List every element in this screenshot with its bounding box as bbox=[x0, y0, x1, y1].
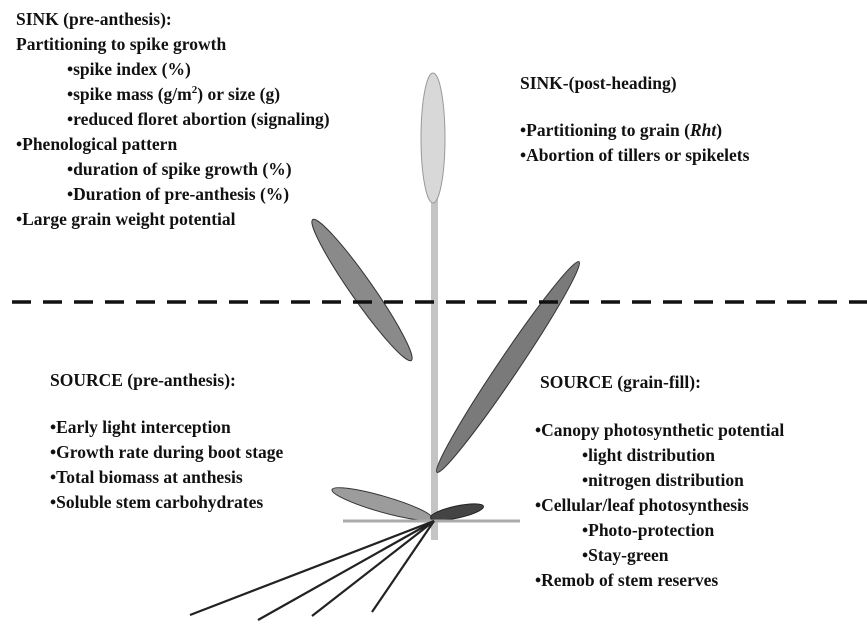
sink-post-line-2: •Abortion of tillers or spikelets bbox=[520, 143, 749, 168]
source-pre-heading: SOURCE (pre-anthesis): bbox=[50, 368, 283, 393]
sink-pre-anthesis-block: SINK (pre-anthesis): Partitioning to spi… bbox=[16, 7, 330, 232]
sink-post-line-1-italic: Rht bbox=[690, 120, 716, 140]
sink-pre-line-8: •Large grain weight potential bbox=[16, 207, 330, 232]
flag-leaf bbox=[304, 213, 421, 367]
sink-post-heading: SINK-(post-heading) bbox=[520, 71, 749, 96]
source-fill-line-4: •Cellular/leaf photosynthesis bbox=[535, 493, 784, 518]
sink-pre-heading: SINK (pre-anthesis): bbox=[16, 7, 330, 32]
source-fill-line-3: •nitrogen distribution bbox=[535, 468, 784, 493]
sink-pre-line-3-b: ) or size (g) bbox=[197, 84, 280, 104]
roots bbox=[190, 521, 434, 620]
source-pre-item: •Soluble stem carbohydrates bbox=[50, 490, 283, 515]
source-grain-fill-list: •Canopy photosynthetic potential •light … bbox=[535, 418, 784, 593]
source-pre-item: •Total biomass at anthesis bbox=[50, 465, 283, 490]
sink-pre-line-5: •Phenological pattern bbox=[16, 132, 330, 157]
source-grain-fill-block: SOURCE (grain-fill): bbox=[540, 370, 701, 395]
source-pre-item: •Early light interception bbox=[50, 415, 283, 440]
sink-pre-line-1: Partitioning to spike growth bbox=[16, 32, 330, 57]
stem bbox=[431, 195, 438, 540]
spike bbox=[421, 73, 445, 203]
sink-pre-line-6: •duration of spike growth (%) bbox=[16, 157, 330, 182]
source-fill-line-5: •Photo-protection bbox=[535, 518, 784, 543]
sink-post-line-1: •Partitioning to grain (Rht) bbox=[520, 118, 749, 143]
sink-post-line-1-b: ) bbox=[716, 120, 722, 140]
source-pre-anthesis-block: SOURCE (pre-anthesis): •Early light inte… bbox=[50, 368, 283, 515]
source-fill-line-6: •Stay-green bbox=[535, 543, 784, 568]
source-fill-line-2: •light distribution bbox=[535, 443, 784, 468]
sink-pre-line-3-a: •spike mass (g/m bbox=[67, 84, 192, 104]
sink-post-line-1-a: •Partitioning to grain ( bbox=[520, 120, 690, 140]
sink-pre-line-7: •Duration of pre-anthesis (%) bbox=[16, 182, 330, 207]
sink-post-heading-block: SINK-(post-heading) •Partitioning to gra… bbox=[520, 71, 749, 168]
source-fill-line-7: •Remob of stem reserves bbox=[535, 568, 784, 593]
sink-pre-line-4: •reduced floret abortion (signaling) bbox=[16, 107, 330, 132]
sink-pre-line-2: •spike index (%) bbox=[16, 57, 330, 82]
source-fill-line-1: •Canopy photosynthetic potential bbox=[535, 418, 784, 443]
sink-pre-line-3: •spike mass (g/m2) or size (g) bbox=[16, 82, 330, 107]
lower-leaf-left bbox=[330, 482, 434, 526]
source-pre-item: •Growth rate during boot stage bbox=[50, 440, 283, 465]
source-fill-heading: SOURCE (grain-fill): bbox=[540, 370, 701, 395]
